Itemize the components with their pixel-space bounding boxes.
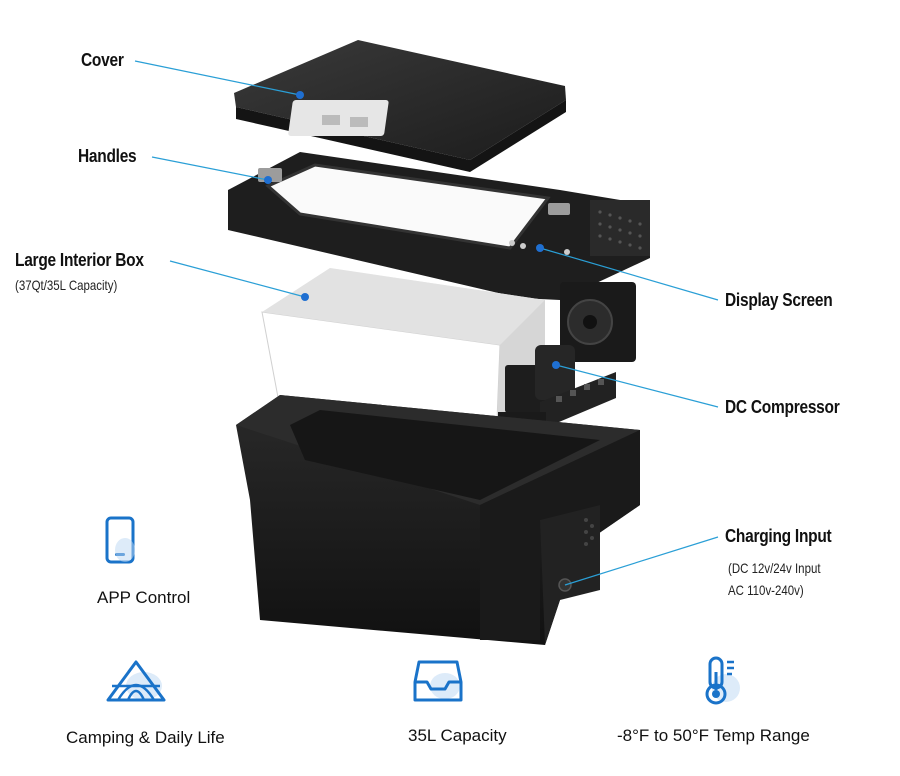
callout-dots: [264, 91, 560, 369]
feature-temp-range: -8°F to 50°F Temp Range: [617, 726, 810, 745]
feature-app-control: APP Control: [97, 588, 191, 607]
dc-compressor-label: DC Compressor: [725, 397, 840, 417]
cover-label: Cover: [81, 50, 124, 70]
frame-part: [228, 152, 650, 300]
feature-camping: Camping & Daily Life: [66, 728, 225, 747]
leader-lines: [134, 60, 719, 586]
charging-input-ac: AC 110v-240v): [728, 582, 804, 598]
tent-icon: [106, 660, 166, 702]
phone-icon: [105, 516, 135, 564]
cover-part: [234, 40, 566, 172]
display-screen-label: Display Screen: [725, 290, 833, 310]
handles-label: Handles: [78, 146, 137, 166]
feature-capacity: 35L Capacity: [408, 726, 507, 745]
interior-box-capacity: (37Qt/35L Capacity): [15, 277, 118, 293]
base-body-part: [236, 395, 640, 645]
interior-box-label: Large Interior Box: [15, 250, 144, 270]
charging-input-label: Charging Input: [725, 526, 832, 546]
thermometer-icon: [705, 656, 740, 705]
charging-input-dc: (DC 12v/24v Input: [728, 560, 821, 576]
tray-icon: [413, 660, 463, 702]
